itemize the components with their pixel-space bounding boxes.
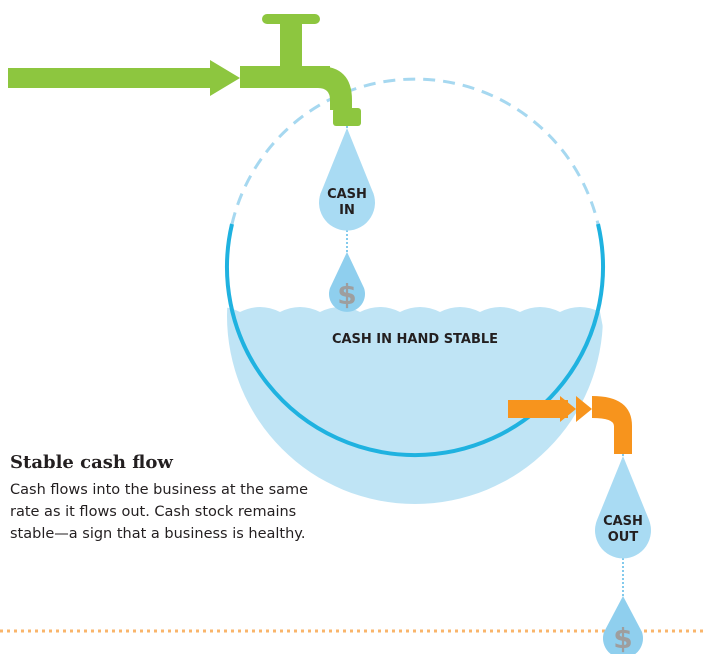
outflow-pipe [508, 396, 632, 454]
caption-title: Stable cash flow [10, 452, 173, 473]
tank-dashed-arc [230, 77, 600, 225]
cash-in-label-line2: IN [339, 203, 355, 218]
cash-in-label-line1: CASH [327, 187, 367, 202]
cash-out-droplet [595, 456, 651, 559]
dollar-icon-in: $ [337, 278, 356, 311]
caption: Stable cash flow Cash flows into the bus… [10, 452, 340, 545]
inflow-tap [8, 14, 361, 126]
cash-in-hand-label: CASH IN HAND STABLE [332, 332, 498, 347]
dollar-droplet-out [603, 596, 643, 654]
caption-body: Cash flows into the business at the same… [10, 482, 309, 542]
cash-out-label-line1: CASH [603, 514, 643, 529]
tank-solid-arc [225, 223, 605, 458]
dollar-icon-out: $ [613, 622, 632, 654]
cash-in-droplet [319, 128, 375, 231]
cash-out-label-line2: OUT [608, 530, 639, 545]
dollar-droplet-in [329, 252, 366, 312]
